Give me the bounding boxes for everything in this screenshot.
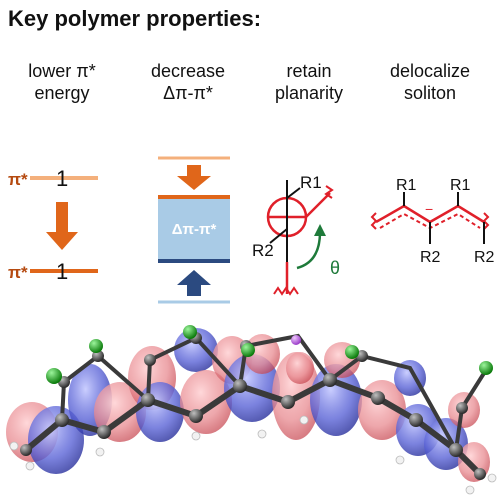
carbon-atom xyxy=(323,373,337,387)
wavy-end-top xyxy=(324,185,334,199)
chlorine-atom xyxy=(345,345,359,359)
label-r1b: R1 xyxy=(450,177,471,194)
carbon-atoms xyxy=(20,332,486,480)
wavy-end-bottom xyxy=(273,286,299,296)
lobe-blue xyxy=(394,360,426,396)
chlorine-atom xyxy=(89,339,103,353)
label-r2: R2 xyxy=(252,241,274,260)
hydrogen-atom xyxy=(191,431,201,441)
carbon-atom xyxy=(456,402,468,414)
label-minus-charge: − xyxy=(425,201,433,217)
label-theta: θ xyxy=(330,258,340,278)
carbon-atom xyxy=(356,350,368,362)
chlorine-atoms xyxy=(46,325,493,384)
carbon-atom xyxy=(409,413,423,427)
panel-lower-pi-star: π* 1 π* 1 xyxy=(8,166,98,284)
carbon-atom xyxy=(20,444,32,456)
column-heading-retain-planarity: retain planarity xyxy=(274,61,344,103)
gap-box xyxy=(158,196,230,262)
molecular-orbital-render xyxy=(6,325,497,495)
page-title: Key polymer properties: xyxy=(8,6,262,31)
chlorine-atom xyxy=(479,361,493,375)
carbon-atom xyxy=(449,443,463,457)
lobe-blue xyxy=(174,328,218,372)
hydrogen-atom xyxy=(257,429,267,439)
carbon-atom xyxy=(55,413,69,427)
column-heading-decrease-gap: decrease Δπ-π* xyxy=(150,61,226,103)
chlorine-atom xyxy=(183,325,197,339)
label-r1: R1 xyxy=(300,173,322,192)
bond-r2 xyxy=(269,228,288,244)
bond-r1 xyxy=(286,187,301,199)
lower-energy-arrow xyxy=(46,202,78,250)
pi-star-label-bottom: π* xyxy=(8,263,28,282)
column-heading-lower-pi-energy: lower π* energy xyxy=(28,61,96,103)
rotation-arc xyxy=(296,231,322,270)
panel-retain-planarity: R1 R2 θ xyxy=(252,173,340,296)
hydrogen-atom xyxy=(299,415,309,425)
lobe-red xyxy=(286,352,314,384)
up-arrow xyxy=(177,270,211,296)
bond-right xyxy=(305,192,331,218)
chlorine-atom xyxy=(241,343,255,357)
hydrogen-atoms xyxy=(9,415,497,495)
label-r2b: R2 xyxy=(474,249,495,266)
carbon-atom xyxy=(281,395,295,409)
pi-star-label-top: π* xyxy=(8,170,28,189)
panel-decrease-gap: Δπ-π* xyxy=(158,156,230,304)
hydrogen-atom xyxy=(395,455,405,465)
hydrogen-atom xyxy=(487,473,497,483)
hydrogen-atom xyxy=(25,461,35,471)
hydrogen-atom xyxy=(465,485,475,495)
wavy-end-right xyxy=(482,212,490,230)
digit-top: 1 xyxy=(56,166,68,191)
chlorine-atom xyxy=(46,368,62,384)
carbon-atom xyxy=(233,379,247,393)
carbon-atom xyxy=(141,393,155,407)
label-r1a: R1 xyxy=(396,177,417,194)
column-heading-delocalize-soliton: delocalize soliton xyxy=(389,61,471,103)
carbon-atom xyxy=(144,354,156,366)
down-arrow xyxy=(177,165,211,190)
carbon-atom xyxy=(474,468,486,480)
counter-ion-atom xyxy=(291,335,301,345)
wavy-end-left xyxy=(370,212,378,230)
rotation-arrowhead xyxy=(314,224,326,236)
hydrogen-atom xyxy=(9,441,19,451)
carbon-backbone xyxy=(23,376,483,477)
carbon-atom xyxy=(97,425,111,439)
digit-bottom: 1 xyxy=(56,259,68,284)
carbon-atom xyxy=(92,350,104,362)
label-r2a: R2 xyxy=(420,249,441,266)
carbon-atom xyxy=(189,409,203,423)
hydrogen-atom xyxy=(95,447,105,457)
carbon-atom xyxy=(371,391,385,405)
panel-delocalize-soliton: R1 R1 R2 R2 − xyxy=(370,177,495,266)
gap-label: Δπ-π* xyxy=(172,221,217,238)
